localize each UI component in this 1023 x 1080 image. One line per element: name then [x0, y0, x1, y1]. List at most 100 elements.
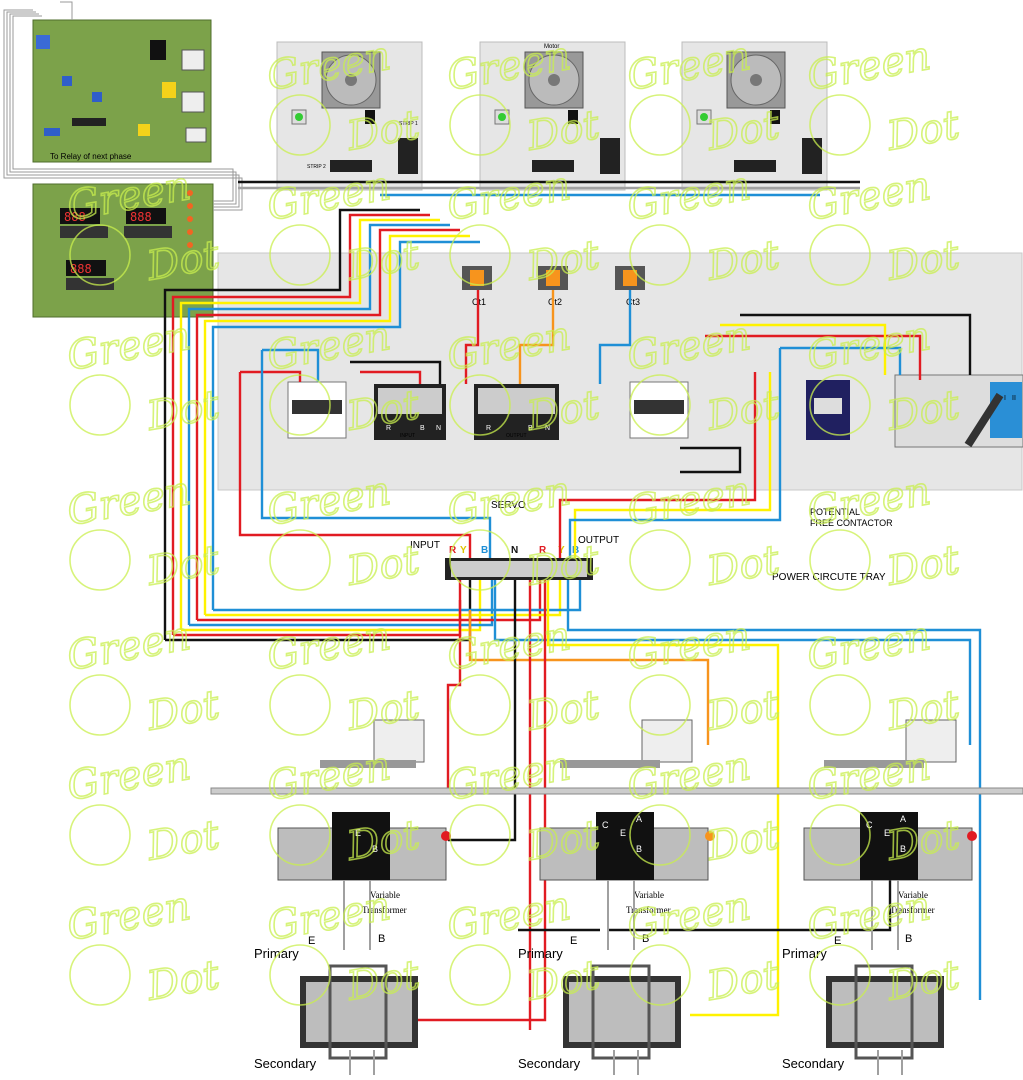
vt-labels: Variable Transformer Variable Transforme…	[362, 890, 935, 915]
ct2	[538, 266, 568, 290]
svg-text:R: R	[449, 545, 457, 556]
pfc-label-line2: FREE CONTACTOR	[810, 518, 893, 528]
watermark: GreenDotGreenDotGreenDotGreenDotGreenDot…	[63, 32, 965, 1011]
control-pcb	[32, 19, 212, 163]
servo-terminal-strip	[445, 558, 593, 580]
svg-text:I: I	[1004, 395, 1006, 402]
svg-text:Green: Green	[64, 468, 194, 535]
variable-transformer-3	[803, 719, 977, 881]
motor-label: Motor	[544, 44, 559, 50]
svg-text:Dot: Dot	[143, 382, 224, 440]
svg-text:Variable: Variable	[898, 890, 928, 900]
svg-text:B: B	[420, 425, 425, 432]
svg-text:A: A	[900, 814, 906, 824]
fixed-transformer-3	[826, 964, 944, 1060]
svg-text:Green: Green	[444, 743, 574, 810]
svg-text:Dot: Dot	[143, 682, 224, 740]
ct2-label: Ct2	[548, 297, 562, 307]
wiring	[163, 180, 982, 1030]
svg-text:Secondary: Secondary	[518, 1056, 581, 1071]
strip1-label: STRIP 1	[399, 121, 418, 127]
svg-text:Transformer: Transformer	[362, 905, 407, 915]
svg-text:B: B	[372, 844, 378, 854]
svg-text:N: N	[545, 425, 550, 432]
svg-text:Green: Green	[804, 743, 934, 810]
svg-text:II: II	[1012, 395, 1016, 402]
terminal-letters: R B N R B N	[386, 425, 550, 432]
svg-text:888: 888	[64, 210, 86, 224]
svg-text:Green: Green	[264, 613, 394, 680]
svg-text:Green: Green	[264, 883, 394, 950]
primary-terminal-letters: E B E B E B	[308, 933, 912, 947]
svg-text:Dot: Dot	[703, 537, 784, 595]
svg-text:A: A	[636, 814, 642, 824]
svg-text:Secondary: Secondary	[782, 1056, 845, 1071]
svg-text:C: C	[602, 820, 609, 830]
svg-text:E: E	[308, 935, 315, 947]
svg-text:Green: Green	[624, 163, 754, 230]
svg-text:B: B	[642, 933, 649, 945]
small-components	[291, 109, 780, 125]
svg-text:N: N	[436, 425, 441, 432]
pfc-label-line1: POTENTIAL	[810, 507, 860, 517]
pcb-caption: To Relay of next phase	[50, 152, 132, 161]
svg-text:Green: Green	[804, 883, 934, 950]
ct1	[462, 266, 492, 290]
svg-text:Dot: Dot	[703, 682, 784, 740]
svg-text:E: E	[355, 828, 361, 838]
motor-unit-3	[726, 51, 786, 109]
svg-text:Primary: Primary	[254, 946, 299, 961]
power-circuit-tray-label: POWER CIRCUTE TRAY	[772, 572, 886, 583]
variable-transformer-2	[539, 719, 715, 881]
fixed-transformer-2	[563, 964, 681, 1060]
svg-text:Dot: Dot	[143, 812, 224, 870]
motor-unit-1	[321, 51, 381, 109]
ct3-label: Ct3	[626, 297, 640, 307]
power-circuit-tray-panel	[217, 252, 1023, 491]
svg-text:Dot: Dot	[883, 537, 964, 595]
changeover-switch: I II	[894, 374, 1023, 448]
svg-text:Dot: Dot	[883, 102, 964, 160]
svg-text:N: N	[511, 545, 518, 556]
servo-output-label: OUTPUT	[578, 535, 619, 546]
svg-text:Secondary: Secondary	[254, 1056, 317, 1071]
servo-label: SERVO	[491, 500, 526, 511]
svg-text:Dot: Dot	[703, 952, 784, 1010]
output-mcb	[629, 381, 689, 439]
strip2-label: STRIP 2	[307, 164, 326, 170]
terminal-input-label: INPUT	[400, 433, 415, 439]
svg-text:Green: Green	[264, 743, 394, 810]
variable-transformer-1	[277, 719, 451, 881]
svg-text:B: B	[378, 933, 385, 945]
svg-text:E: E	[620, 828, 626, 838]
svg-text:R: R	[386, 425, 391, 432]
input-terminal-block	[374, 384, 446, 440]
svg-text:Variable: Variable	[370, 890, 400, 900]
svg-text:Dot: Dot	[523, 537, 604, 595]
svg-text:B: B	[636, 844, 642, 854]
svg-text:Dot: Dot	[343, 537, 424, 595]
svg-text:Dot: Dot	[143, 952, 224, 1010]
vt-terminal-letters: E B C E A B C E A B	[355, 814, 906, 854]
svg-text:R: R	[539, 545, 547, 556]
servo-input-label: INPUT	[410, 540, 440, 551]
svg-text:R: R	[486, 425, 491, 432]
svg-text:E: E	[570, 935, 577, 947]
svg-text:Dot: Dot	[143, 537, 224, 595]
svg-text:Primary: Primary	[518, 946, 563, 961]
mounting-plate	[210, 787, 1023, 795]
svg-text:Transformer: Transformer	[626, 905, 671, 915]
fixed-transformer-1	[300, 964, 418, 1060]
svg-text:Dot: Dot	[883, 952, 964, 1010]
svg-text:Transformer: Transformer	[890, 905, 935, 915]
motor-unit-2	[524, 51, 584, 109]
svg-text:Green: Green	[64, 883, 194, 950]
